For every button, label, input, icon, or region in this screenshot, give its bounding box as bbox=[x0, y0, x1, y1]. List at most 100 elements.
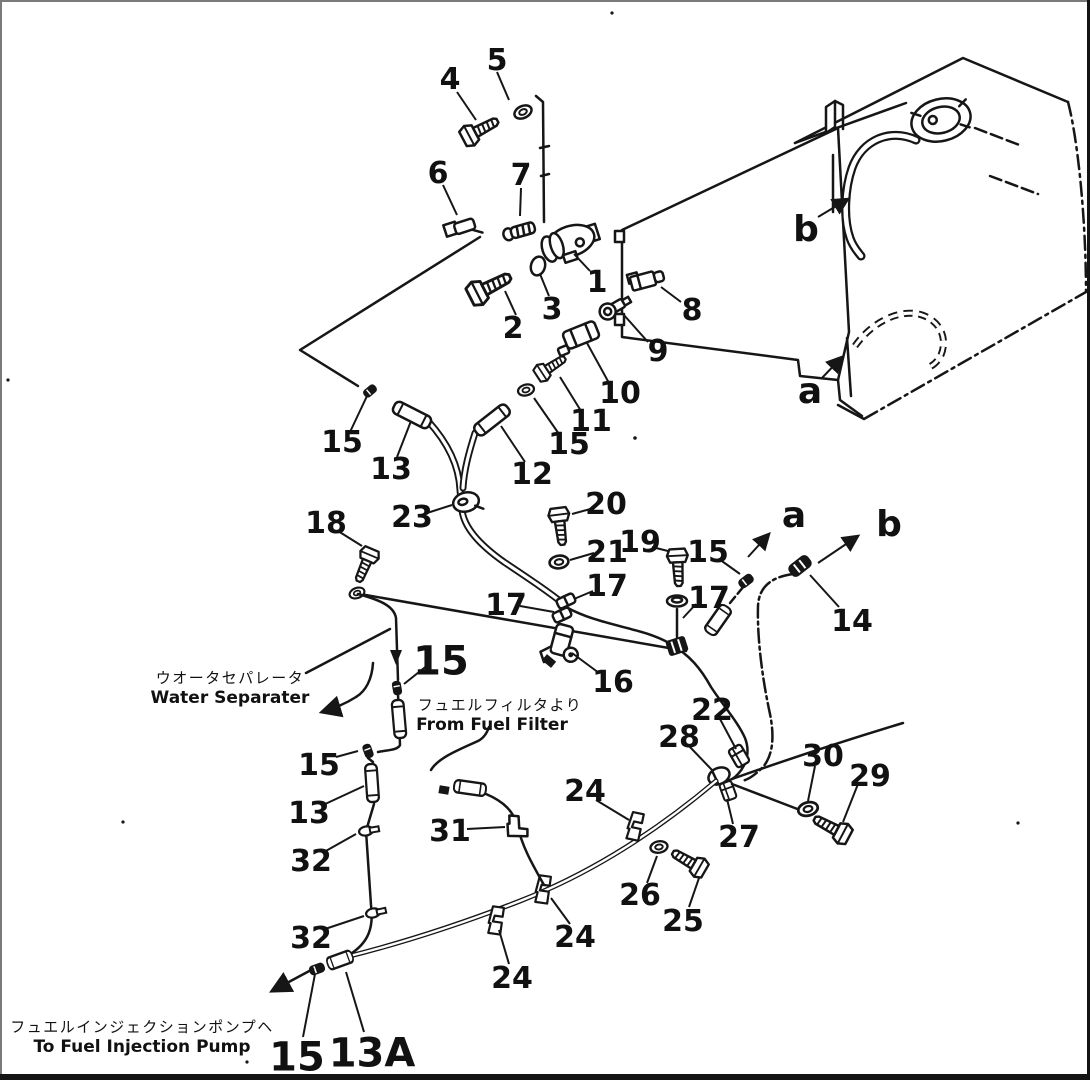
callout-leader-13 bbox=[396, 420, 412, 458]
tank-cover-plate bbox=[620, 126, 851, 382]
water-separator-arrow bbox=[318, 661, 375, 718]
callout-29-30: 29 bbox=[849, 759, 891, 794]
callout-leader-5 bbox=[496, 71, 510, 101]
callout-27-28: 27 bbox=[718, 820, 760, 855]
callout-leader-30 bbox=[807, 765, 816, 802]
bolt-20 bbox=[546, 505, 575, 548]
fitting-9 bbox=[598, 295, 633, 321]
speck bbox=[633, 436, 637, 440]
bracket-v-line bbox=[298, 235, 482, 388]
callout-15-39: 15 bbox=[413, 638, 469, 684]
callout-21-18: 21 bbox=[586, 535, 628, 570]
sleeve-13 bbox=[389, 398, 435, 432]
bolt-19 bbox=[665, 547, 691, 588]
elbow-16-black-tab bbox=[541, 654, 557, 668]
to-fuel-injection-pump-label-jp: フュエルインジェクションポンプヘ bbox=[10, 1018, 274, 1036]
callout-leader-19 bbox=[651, 546, 669, 552]
clip-32-lower bbox=[364, 904, 388, 920]
callout-17-22: 17 bbox=[485, 588, 527, 623]
callout-leader-13A bbox=[345, 971, 365, 1033]
callout-leader-17 bbox=[682, 603, 697, 619]
callout-15-42: 15 bbox=[269, 1034, 325, 1080]
callout-7-3: 7 bbox=[511, 158, 532, 193]
callout-15-11: 15 bbox=[321, 425, 363, 460]
clamp-6 bbox=[442, 217, 484, 238]
callout-leader-31 bbox=[466, 826, 506, 830]
view-label-a-2: a bbox=[782, 495, 806, 536]
callout-2-6: 2 bbox=[503, 311, 524, 346]
plate-bracket bbox=[824, 99, 837, 135]
callout-leader-28 bbox=[688, 745, 713, 771]
callout-13A-43: 13A bbox=[329, 1030, 416, 1076]
fuel-tank bbox=[613, 56, 1088, 421]
elbow-16 bbox=[539, 622, 579, 664]
fitting-14 bbox=[788, 555, 812, 577]
main-fuel-pipe bbox=[343, 778, 719, 960]
callout-leader-7 bbox=[519, 187, 522, 217]
o-ring-3 bbox=[529, 255, 547, 277]
callout-24-33: 24 bbox=[564, 774, 606, 809]
pipe-a-hidden-stub bbox=[728, 584, 746, 605]
washer-21 bbox=[547, 553, 571, 571]
callout-28-27: 28 bbox=[658, 720, 700, 755]
callout-15-14: 15 bbox=[548, 427, 590, 462]
callout-leader-9 bbox=[622, 313, 649, 343]
callout-leader-6 bbox=[442, 184, 458, 216]
tank-top-edges bbox=[793, 56, 1070, 145]
callout-23-15: 23 bbox=[391, 500, 433, 535]
callout-leader-16 bbox=[571, 652, 600, 674]
callout-leader-13 bbox=[322, 785, 365, 806]
water-separator-line bbox=[350, 592, 402, 955]
callout-leader-12 bbox=[500, 425, 526, 463]
callout-20-17: 20 bbox=[585, 487, 627, 522]
callout-leader-15 bbox=[349, 395, 368, 433]
plate-hole-lower bbox=[613, 312, 626, 327]
page-border-top bbox=[0, 0, 1090, 2]
callout-leader-32 bbox=[324, 915, 365, 930]
clip-17-lower bbox=[551, 606, 573, 624]
filter-hose-upper bbox=[429, 725, 491, 772]
callout-leader-15 bbox=[335, 750, 359, 758]
grommet-15-ws2 bbox=[360, 741, 376, 761]
callout-32-38: 32 bbox=[290, 921, 332, 956]
callout-30-29: 30 bbox=[802, 739, 844, 774]
view-arrow-a-2 bbox=[747, 532, 771, 558]
plate-seam-a bbox=[845, 336, 853, 398]
clip-17-upper bbox=[555, 592, 577, 610]
callout-17-23: 17 bbox=[688, 581, 730, 616]
callout-leader-10 bbox=[586, 342, 610, 384]
callout-leader-24 bbox=[498, 929, 510, 965]
callout-leader-29 bbox=[842, 783, 859, 823]
callout-32-37: 32 bbox=[290, 844, 332, 879]
callout-31-36: 31 bbox=[429, 814, 471, 849]
pipe-b-hidden bbox=[740, 572, 795, 783]
callout-3-5: 3 bbox=[542, 292, 563, 327]
view-arrow-a-1 bbox=[820, 355, 844, 380]
callout-leader-2 bbox=[504, 290, 517, 316]
callout-leader-32 bbox=[323, 833, 357, 853]
callout-25-32: 25 bbox=[662, 904, 704, 939]
bolt-18 bbox=[348, 544, 383, 587]
flow-arrow-down bbox=[390, 650, 402, 665]
callout-12-13: 12 bbox=[511, 457, 553, 492]
view-arrow-b-0 bbox=[817, 197, 851, 218]
page-border-right bbox=[1087, 0, 1090, 1080]
tank-hose-a-hidden bbox=[852, 309, 948, 372]
bolt-4 bbox=[456, 109, 504, 150]
tank-top-inner-edge bbox=[793, 101, 908, 145]
speck bbox=[6, 378, 10, 382]
washer-15-top bbox=[515, 381, 537, 399]
view-label-a-1: a bbox=[798, 371, 822, 412]
callout-1-4: 1 bbox=[587, 265, 608, 300]
callout-14-25: 14 bbox=[831, 604, 873, 639]
view-arrow-b-3 bbox=[817, 534, 861, 564]
callout-10-9: 10 bbox=[599, 376, 641, 411]
callout-leader-11 bbox=[559, 376, 582, 412]
joint-10 bbox=[556, 320, 601, 357]
tank-detail-line-1 bbox=[973, 126, 1024, 148]
clamp-31 bbox=[506, 814, 529, 838]
callout-26-31: 26 bbox=[619, 878, 661, 913]
callout-8-7: 8 bbox=[682, 293, 703, 328]
